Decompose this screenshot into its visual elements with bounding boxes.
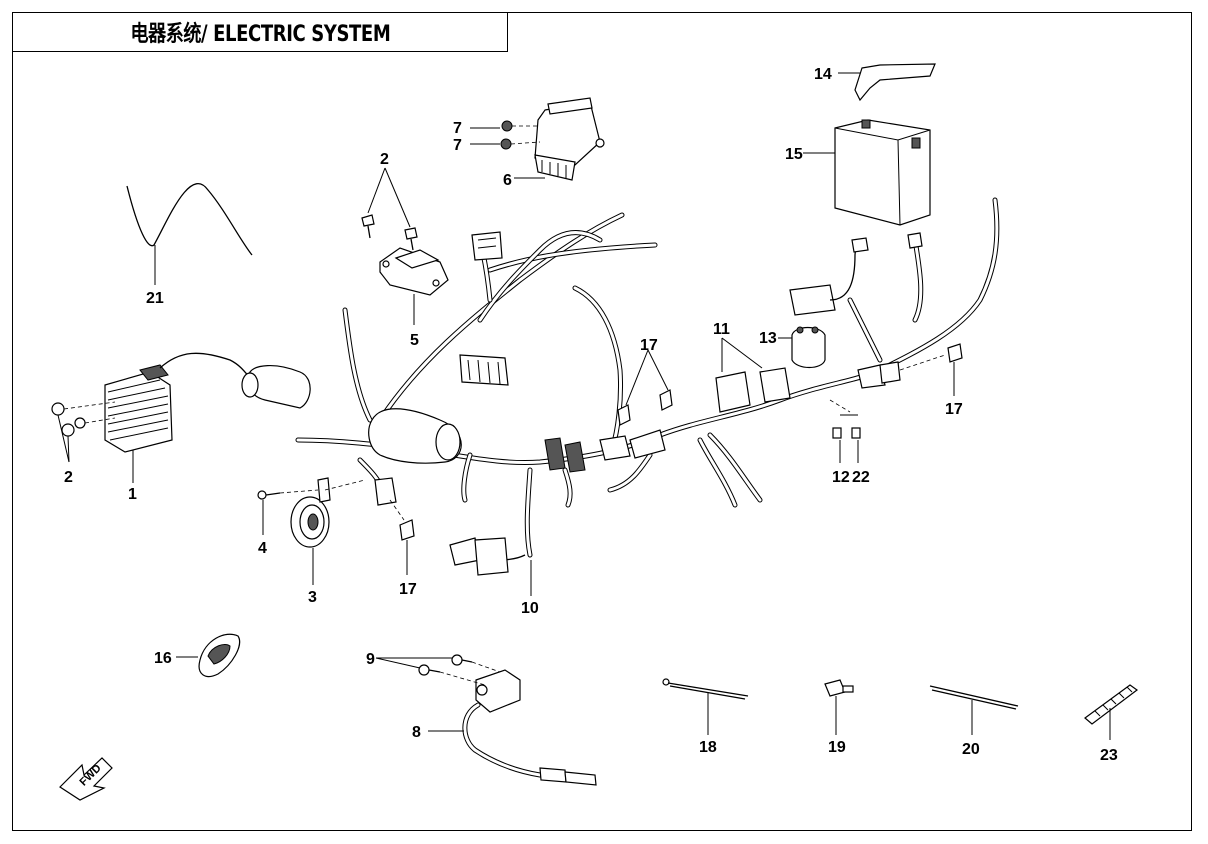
part-20-cable-band[interactable] — [929, 685, 1019, 735]
part-2-screws-top[interactable] — [361, 167, 418, 251]
callout-17-right: 17 — [945, 401, 963, 418]
callout-4: 4 — [258, 540, 267, 557]
part-1-regulator[interactable] — [104, 352, 311, 483]
callout-3: 3 — [308, 589, 317, 606]
part-9-screws[interactable] — [375, 654, 501, 686]
callout-10: 10 — [521, 600, 539, 617]
fwd-arrow-icon: FWD — [59, 757, 113, 801]
callout-8: 8 — [412, 724, 421, 741]
callout-22: 22 — [852, 469, 870, 486]
callout-12: 12 — [832, 469, 850, 486]
part-15-battery[interactable] — [803, 119, 931, 226]
part-11-relays[interactable] — [715, 337, 791, 413]
part-6-ecu[interactable] — [514, 97, 605, 181]
part-14-battery-strap[interactable] — [838, 63, 936, 102]
part-17-clip-lower[interactable] — [389, 499, 415, 575]
callout-7-bottom: 7 — [453, 137, 462, 154]
callout-18: 18 — [699, 739, 717, 756]
page-title: 电器系统/ ELECTRIC SYSTEM — [130, 22, 390, 47]
drawing-frame — [12, 12, 1192, 831]
callout-17-top: 17 — [640, 337, 658, 354]
callout-20: 20 — [962, 741, 980, 758]
part-18-cable-tie[interactable] — [662, 678, 749, 735]
callout-2-top: 2 — [380, 151, 389, 168]
callout-17-lower: 17 — [399, 581, 417, 598]
callout-9: 9 — [366, 651, 375, 668]
part-7-nuts[interactable] — [470, 120, 541, 150]
part-13-starter-relay[interactable] — [778, 326, 826, 369]
callout-16: 16 — [154, 650, 172, 667]
callout-21: 21 — [146, 290, 164, 307]
part-2-bolts-left[interactable] — [51, 401, 116, 463]
callout-14: 14 — [814, 66, 832, 83]
callout-7-top: 7 — [453, 120, 462, 137]
part-3-horn[interactable] — [290, 477, 366, 585]
part-17-clips-top[interactable] — [617, 349, 673, 426]
part-21-wire[interactable] — [126, 183, 253, 285]
callout-11: 11 — [713, 321, 730, 338]
callout-5: 5 — [410, 332, 419, 349]
part-10-main-wire-harness[interactable] — [295, 197, 1000, 596]
part-23-reflector-strip[interactable] — [1084, 684, 1139, 740]
part-22-fuse[interactable] — [829, 399, 861, 463]
callout-19: 19 — [828, 739, 846, 756]
callout-13: 13 — [759, 330, 777, 347]
part-17-clip-right[interactable] — [899, 343, 963, 396]
part-5-flasher-module[interactable] — [379, 247, 449, 325]
part-19-wire-connector[interactable] — [824, 679, 854, 735]
callout-1: 1 — [128, 486, 137, 503]
part-4-bolt[interactable] — [257, 489, 319, 535]
title-box: 电器系统/ ELECTRIC SYSTEM — [12, 12, 508, 52]
part-16-remote-key[interactable] — [176, 633, 241, 678]
callout-labels: 1 2 2 3 4 5 6 7 7 8 9 10 11 12 13 14 15 … — [64, 66, 1118, 764]
callout-2-left: 2 — [64, 469, 73, 486]
callout-6: 6 — [503, 172, 512, 189]
part-12-fuse[interactable] — [832, 427, 842, 463]
callout-23: 23 — [1100, 747, 1118, 764]
part-8-ignition-coil[interactable] — [428, 669, 597, 786]
callout-15: 15 — [785, 146, 803, 163]
